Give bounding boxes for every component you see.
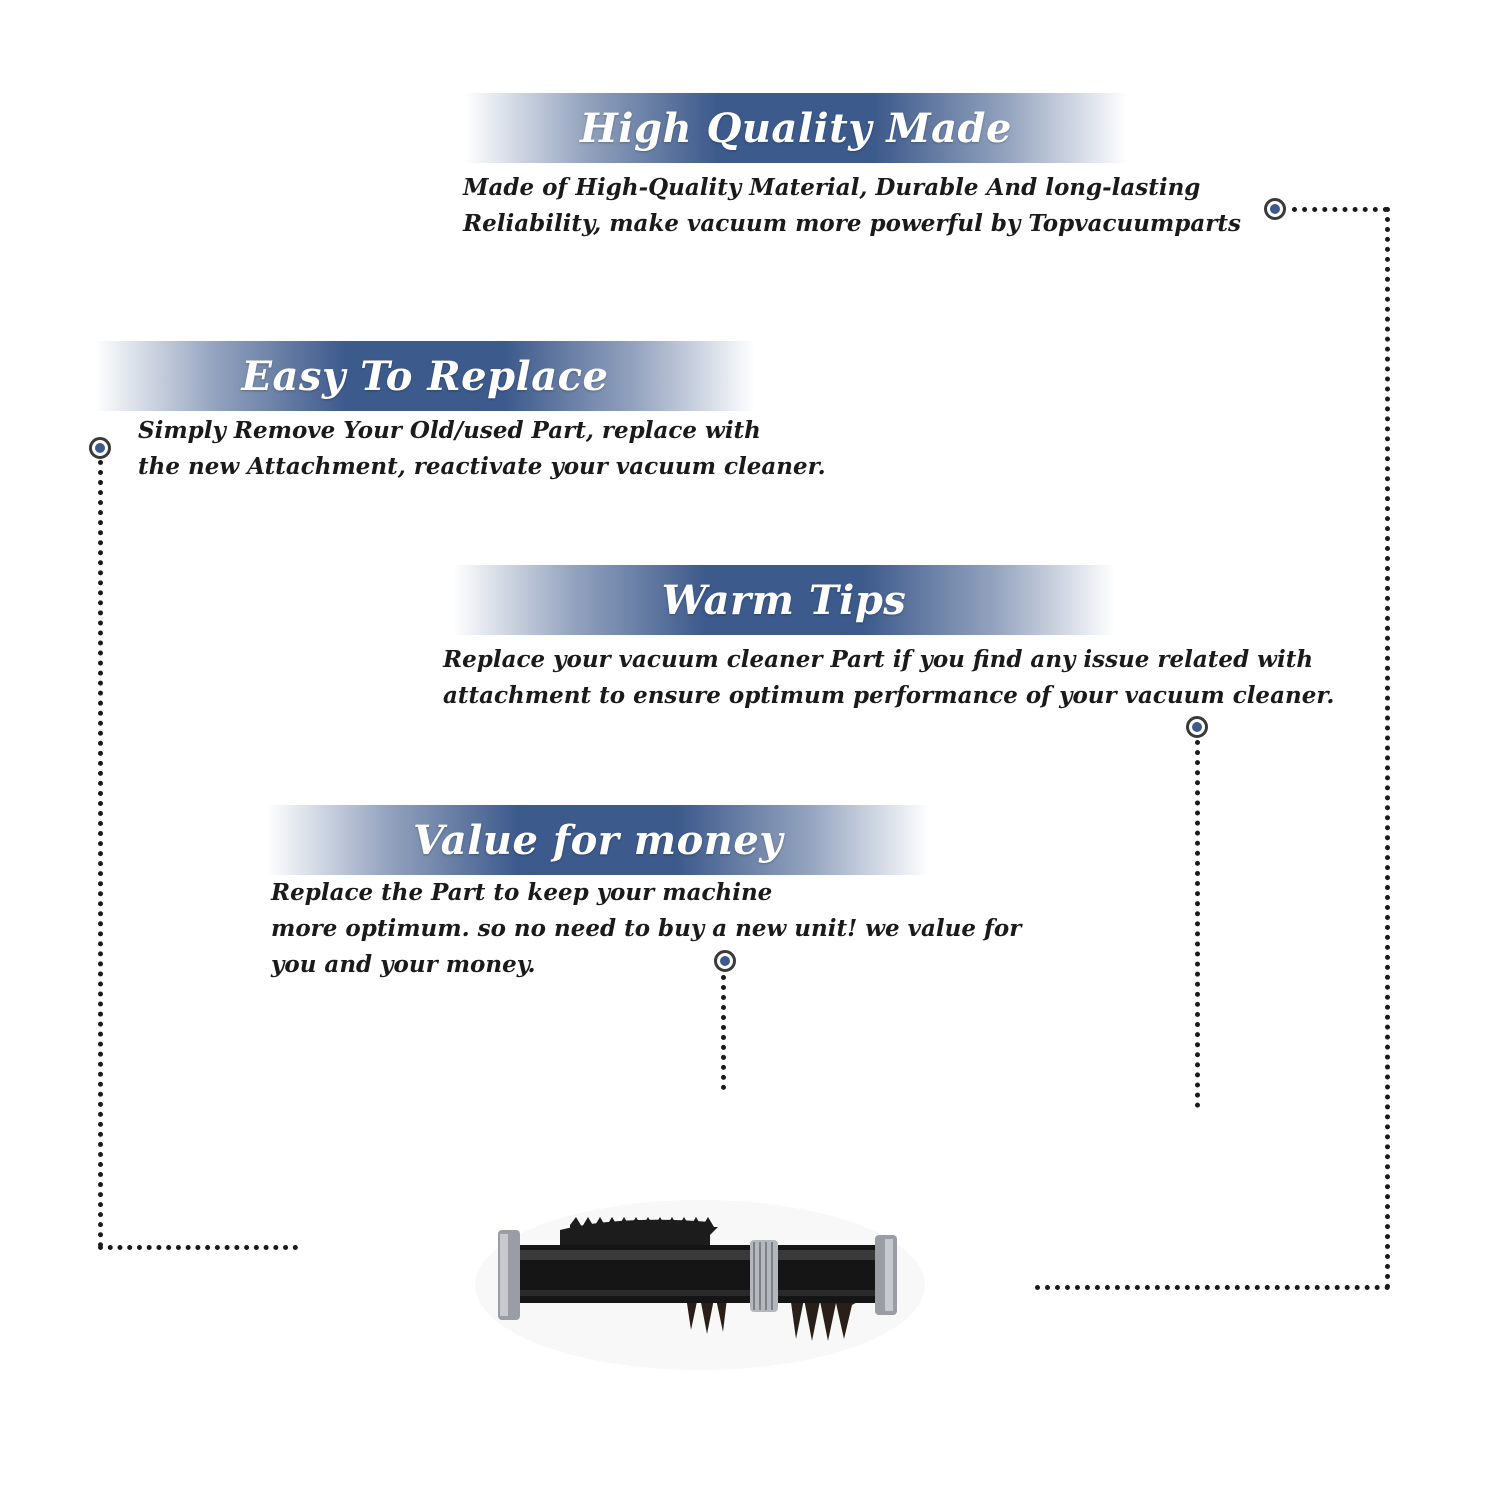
- bullet-dot-icon: [1186, 716, 1208, 738]
- description-line: Reliability, make vacuum more powerful b…: [463, 210, 1241, 237]
- section-description: Replace your vacuum cleaner Part if you …: [443, 642, 1334, 714]
- connector-line: [1195, 740, 1200, 1108]
- connector-line: [98, 460, 103, 1248]
- section-title: Value for money: [412, 816, 784, 864]
- banner-value-money: Value for money: [267, 805, 929, 875]
- description-line: Made of High-Quality Material, Durable A…: [463, 174, 1201, 201]
- description-line: attachment to ensure optimum performance…: [443, 682, 1335, 709]
- brush-roll-image: [470, 1190, 930, 1374]
- description-line: Replace your vacuum cleaner Part if you …: [443, 646, 1314, 673]
- section-description: Replace the Part to keep your machine mo…: [271, 875, 1021, 983]
- connector-line: [1035, 1285, 1390, 1290]
- description-line: Simply Remove Your Old/used Part, replac…: [138, 417, 761, 444]
- description-line: you and your money.: [271, 951, 536, 978]
- description-line: the new Attachment, reactivate your vacu…: [138, 453, 826, 480]
- connector-line: [98, 1245, 298, 1250]
- section-title: High Quality Made: [580, 104, 1012, 152]
- section-description: Simply Remove Your Old/used Part, replac…: [138, 413, 826, 485]
- bullet-dot-icon: [89, 437, 111, 459]
- section-description: Made of High-Quality Material, Durable A…: [463, 170, 1241, 242]
- description-line: more optimum. so no need to buy a new un…: [271, 915, 1022, 942]
- section-title: Easy To Replace: [241, 352, 609, 400]
- section-title: Warm Tips: [661, 576, 907, 624]
- banner-warm-tips: Warm Tips: [453, 565, 1115, 635]
- description-line: Replace the Part to keep your machine: [271, 879, 773, 906]
- connector-line: [721, 975, 726, 1090]
- connector-line: [1385, 207, 1390, 1290]
- bullet-dot-icon: [1264, 198, 1286, 220]
- banner-high-quality: High Quality Made: [465, 93, 1127, 163]
- connector-line: [1292, 207, 1388, 212]
- bullet-dot-icon: [714, 950, 736, 972]
- banner-easy-replace: Easy To Replace: [95, 341, 755, 411]
